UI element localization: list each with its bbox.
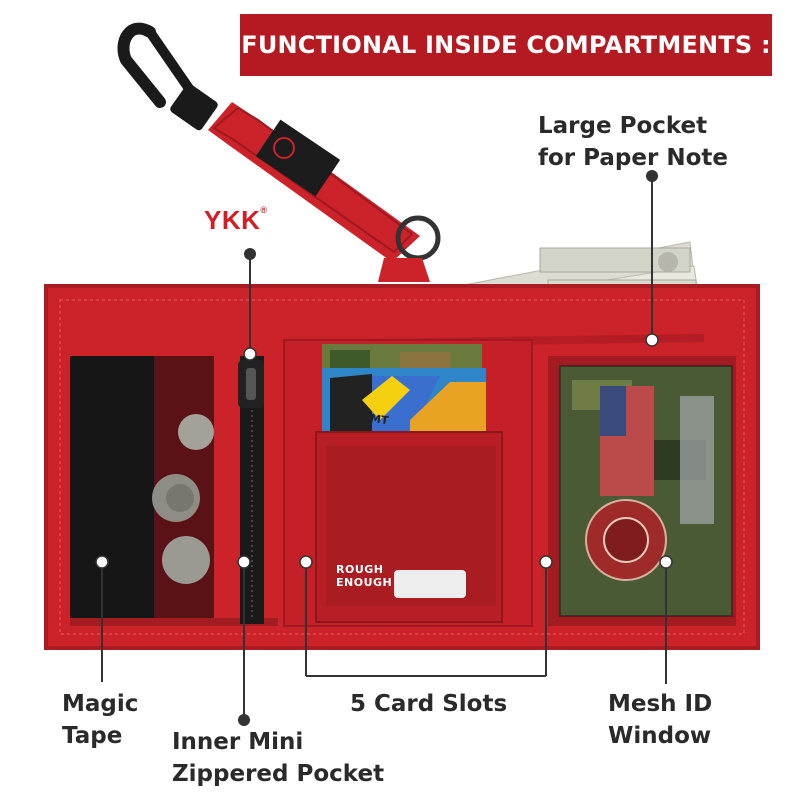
card-slots-panel	[283, 339, 533, 627]
callout-large-pocket-line1: Large Pocket	[538, 113, 708, 139]
ykk-logo: YKK®	[204, 205, 268, 236]
ykk-text: YKK	[204, 205, 261, 235]
callout-inner-mini-line2: Zippered Pocket	[172, 761, 385, 787]
callout-card-slots-line1: 5 Card Slots	[350, 691, 508, 717]
title-banner: FUNCTIONAL INSIDE COMPARTMENTS :	[240, 14, 772, 76]
ykk-registered-mark: ®	[260, 205, 268, 215]
callout-lines	[101, 176, 667, 720]
wallet-brand-line1: ROUGH	[336, 563, 384, 576]
callout-magic-tape: Magic Tape	[62, 688, 138, 752]
banner-title: FUNCTIONAL INSIDE COMPARTMENTS :	[241, 31, 771, 59]
zipper	[238, 356, 264, 624]
callout-mesh-id-line2: Window	[608, 723, 712, 749]
keychain-clip	[117, 22, 441, 282]
wallet-brand-line2: ENOUGH	[336, 576, 393, 589]
card-tag-text: MT	[369, 411, 390, 428]
callout-card-slots: 5 Card Slots	[350, 688, 507, 720]
callout-large-pocket-line2: for Paper Note	[538, 145, 728, 171]
callout-dots	[95, 170, 673, 726]
callout-inner-mini-pocket: Inner Mini Zippered Pocket	[172, 726, 384, 790]
callout-magic-tape-line1: Magic	[62, 691, 139, 717]
callout-large-pocket: Large Pocket for Paper Note	[538, 110, 728, 174]
card-tag: MT	[369, 412, 389, 427]
mesh-id-window	[548, 356, 736, 626]
wallet-brand-label: ROUGH ENOUGH	[336, 563, 392, 589]
callout-mesh-id-window: Mesh ID Window	[608, 688, 712, 752]
callout-inner-mini-line1: Inner Mini	[172, 729, 304, 755]
callout-mesh-id-line1: Mesh ID	[608, 691, 713, 717]
callout-magic-tape-line2: Tape	[62, 723, 123, 749]
